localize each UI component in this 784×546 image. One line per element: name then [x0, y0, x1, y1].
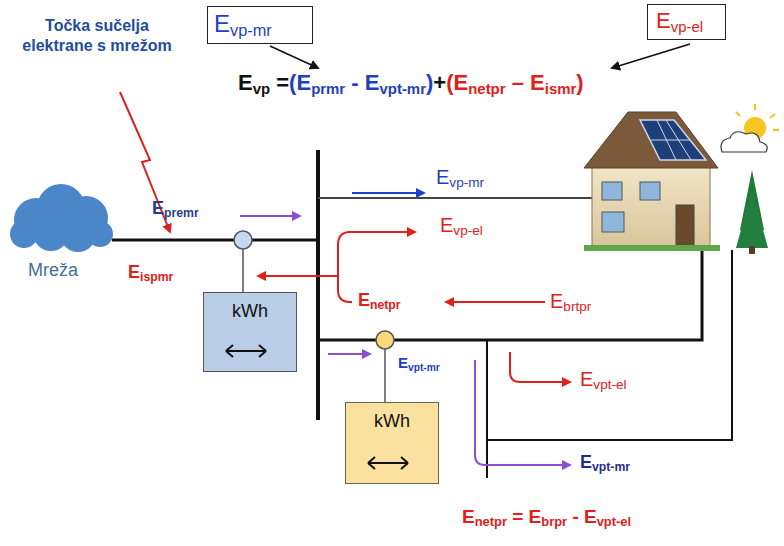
meter-unit: kWh [346, 411, 438, 432]
energy-label: Ebrtpr [550, 290, 591, 313]
interface-note: Točka sučelja elektrane s mrežom [22, 16, 172, 56]
sun-icon [721, 104, 779, 152]
cloud-shape [6, 178, 116, 252]
formula-line: Evp =(Eprmr - Evpt-mr)+(Enetpr – Eismr) [238, 70, 584, 96]
formula-part: (Enetpr – Eismr) [446, 70, 583, 96]
callout-box: Evp-mr [207, 6, 313, 44]
formula-part: + [433, 70, 446, 96]
bidirectional-arrow [358, 453, 418, 473]
bidirectional-arrow [216, 341, 276, 361]
energy-label: Epremr [152, 198, 199, 219]
balance-formula: Enetpr = Ebrpr - Evpt-el [462, 506, 631, 528]
grid-cloud: Mreža [6, 178, 116, 288]
callout-text: Evp-mr [214, 10, 272, 38]
formula-part: Evp = [238, 70, 289, 96]
meter-box: kWh [345, 402, 439, 484]
house-illustration [584, 112, 720, 251]
energy-label: Evpt-mr [580, 452, 630, 473]
energy-label: Enetpr [358, 290, 401, 311]
energy-label: Evp-mr [436, 166, 484, 189]
energy-label: Evp-el [440, 214, 483, 237]
callout-text: Evp-el [656, 8, 703, 34]
tree-icon [736, 170, 768, 254]
meter-unit: kWh [204, 301, 296, 322]
energy-label: Eispmr [128, 262, 173, 283]
callout-box: Evp-el [647, 4, 726, 40]
meter-box: kWh [203, 292, 297, 372]
energy-label: Evpt-mr [398, 354, 440, 371]
formula-part: (Eprmr - Evpt-mr) [289, 70, 433, 96]
grid-name: Mreža [28, 260, 78, 281]
energy-label: Evpt-el [580, 368, 627, 391]
